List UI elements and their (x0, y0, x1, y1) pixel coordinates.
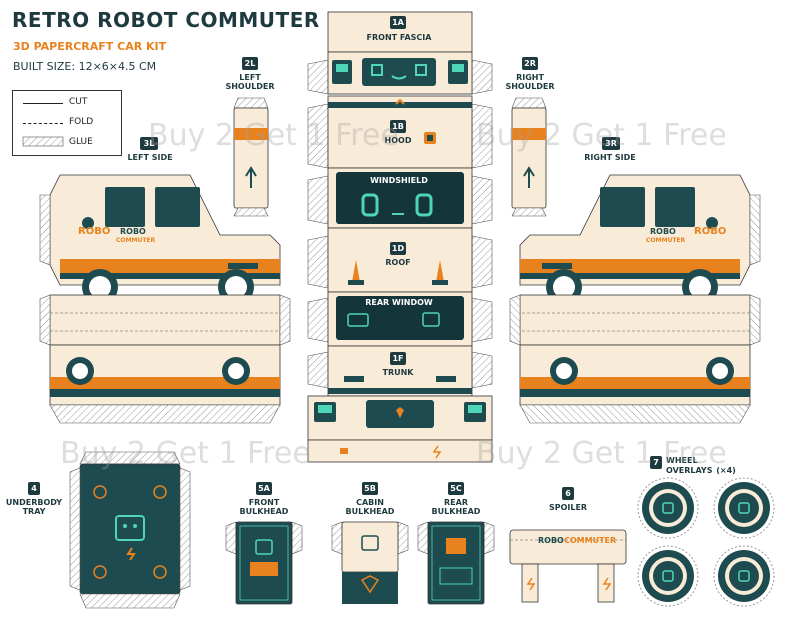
rear-bulkhead-piece (417, 521, 495, 605)
piece-2l-number: 2L (242, 57, 258, 70)
piece-1b-label: HOOD (384, 136, 412, 145)
center-strip-piece (307, 11, 493, 463)
right-shoulder-piece (511, 97, 547, 217)
piece-1a-number: 1A (390, 16, 406, 29)
piece-2l-label-line2: SHOULDER (225, 82, 275, 91)
left-side-piece (39, 174, 291, 424)
piece-1a-label: FRONT FASCIA (366, 33, 432, 42)
glue-sample (22, 136, 64, 147)
spoiler-piece (509, 529, 627, 603)
piece-3l-label: LEFT SIDE (127, 153, 173, 162)
front-bulkhead-piece (225, 521, 303, 605)
piece-5b-label-line1: CABIN (356, 498, 384, 507)
legend-box: CUT FOLD GLUE (12, 90, 122, 156)
piece-5c-label-line1: REAR (444, 498, 468, 507)
piece-3r-label: RIGHT SIDE (584, 153, 636, 162)
underbody-tray-piece (69, 451, 191, 609)
left-shoulder-piece (233, 97, 269, 217)
piece-4-label-line2: TRAY (22, 507, 46, 516)
piece-5a-number: 5A (256, 482, 272, 495)
piece-3r-commuter-text: COMMUTER (646, 237, 686, 244)
built-size-text: BUILT SIZE: 12×6×4.5 CM (13, 60, 157, 73)
piece-4-label-line1: UNDERBODY (5, 498, 63, 507)
spoiler-robo-text: ROBO (538, 536, 564, 545)
piece-7-count: (×4) (716, 466, 736, 475)
cut-line-sample (23, 103, 63, 104)
piece-3r-robo-text: ROBO (650, 227, 676, 236)
piece-1f-label: TRUNK (382, 368, 414, 377)
piece-5c-number: 5C (448, 482, 464, 495)
legend-glue-label: GLUE (69, 137, 93, 147)
piece-1e-label: REAR WINDOW (365, 298, 433, 307)
piece-3r-logo-text: ROBO (694, 226, 727, 237)
piece-2l-label-line1: LEFT (239, 73, 261, 82)
piece-3l-commuter-text: COMMUTER (116, 237, 156, 244)
piece-5a-label-line2: BULKHEAD (239, 507, 289, 516)
piece-5b-number: 5B (362, 482, 378, 495)
piece-3r-number: 3R (602, 137, 620, 150)
legend-cut-label: CUT (69, 97, 88, 107)
piece-2r-label-line1: RIGHT (516, 73, 544, 82)
piece-4-number: 4 (28, 482, 40, 495)
piece-2r-label-line2: SHOULDER (505, 82, 555, 91)
piece-3l-logo-text: ROBO (78, 226, 111, 237)
wheel-overlays-piece (637, 477, 775, 607)
right-side-piece (509, 174, 761, 424)
piece-7-number: 7 (650, 456, 662, 469)
piece-5c-label-line2: BULKHEAD (431, 507, 481, 516)
page-title: RETRO ROBOT COMMUTER (12, 8, 320, 32)
piece-6-number: 6 (562, 487, 574, 500)
piece-5b-label-line2: BULKHEAD (345, 507, 395, 516)
piece-7-label: WHEEL OVERLAYS (666, 456, 713, 475)
fold-line-sample (23, 123, 63, 124)
piece-1f-number: 1F (390, 352, 406, 365)
piece-1d-number: 1D (390, 242, 406, 255)
legend-fold-label: FOLD (69, 117, 94, 127)
spoiler-commuter-text: COMMUTER (564, 536, 617, 545)
piece-1b-number: 1B (390, 120, 406, 133)
piece-1c-label: WINDSHIELD (370, 176, 428, 185)
cabin-bulkhead-piece (331, 521, 409, 604)
piece-5a-label-line1: FRONT (248, 498, 280, 507)
piece-6-label: SPOILER (548, 503, 588, 512)
page-subtitle: 3D PAPERCRAFT CAR KIT (13, 40, 167, 53)
piece-3l-robo-text: ROBO (120, 227, 146, 236)
piece-3l-number: 3L (140, 137, 158, 150)
piece-2r-number: 2R (522, 57, 538, 70)
piece-1d-label: ROOF (385, 258, 411, 267)
